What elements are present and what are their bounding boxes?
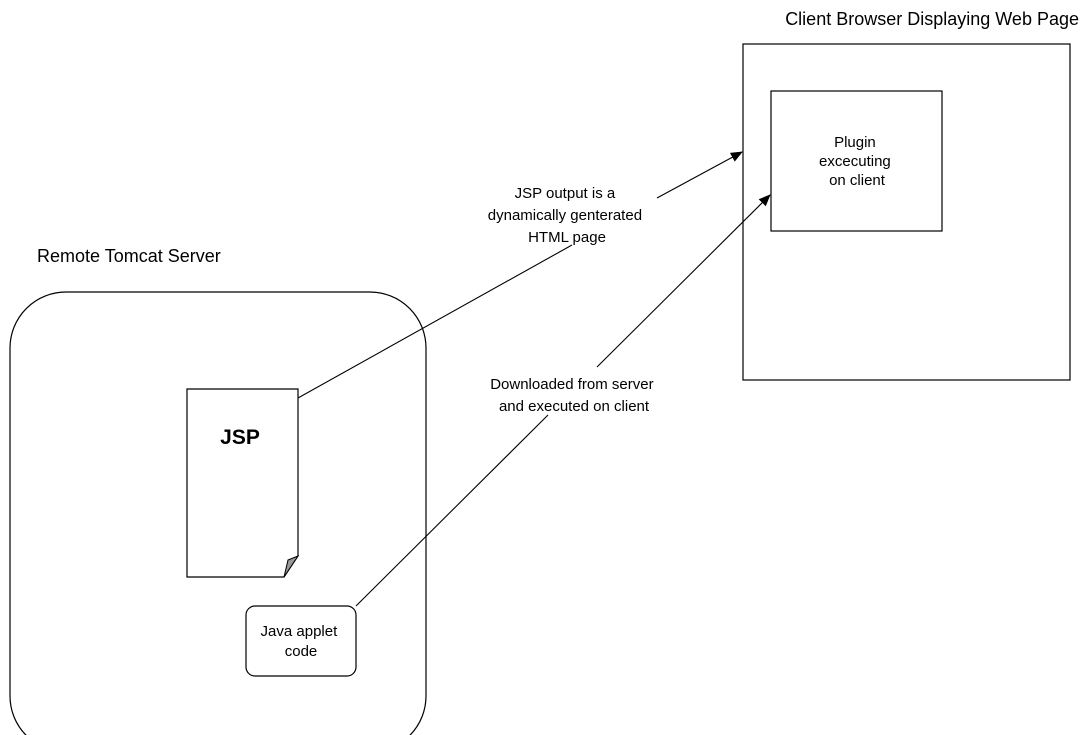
jsp-output-arrow	[297, 151, 743, 399]
client-browser-box	[742, 43, 1071, 381]
download-label: Downloaded from server and executed on c…	[490, 376, 658, 415]
applet-download-arrow	[355, 194, 771, 607]
jsp-document: JSP	[186, 388, 300, 578]
plugin-box: Plugin excecuting on client	[770, 90, 943, 232]
applet-box: Java applet code	[245, 605, 357, 677]
applet-label: Java applet code	[261, 623, 342, 660]
plugin-label: Plugin excecuting on client	[819, 134, 895, 189]
page-fold-icon	[283, 554, 300, 578]
client-title: Client Browser Displaying Web Page	[785, 9, 1079, 29]
jsp-output-label: JSP output is a dynamically genterated H…	[488, 185, 646, 246]
jsp-label: JSP	[220, 426, 260, 449]
server-title: Remote Tomcat Server	[37, 246, 221, 266]
server-box	[9, 291, 427, 735]
